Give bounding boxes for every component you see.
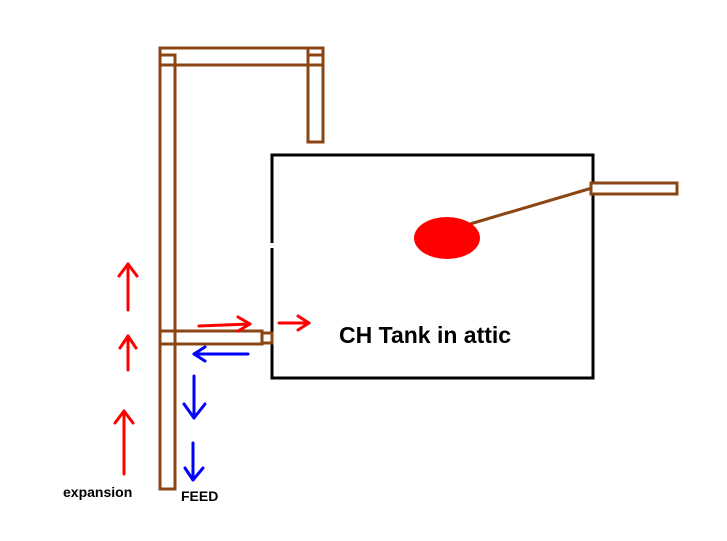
- vertical-riser-pipe: [158, 46, 177, 491]
- up-arrow-icon: [117, 262, 139, 312]
- right-arrow-icon: [197, 315, 252, 333]
- feed-arrows: [182, 345, 250, 482]
- inlet-pipe: [589, 181, 679, 196]
- expansion-arrows: [113, 262, 311, 476]
- float-ball: [414, 217, 480, 259]
- expansion-label: expansion: [63, 484, 132, 500]
- drop-down-pipe: [306, 46, 325, 144]
- feed-label: FEED: [181, 488, 218, 504]
- tank: [270, 153, 595, 380]
- top-horizontal-pipe: [158, 46, 325, 67]
- top-left-elbow: [158, 53, 177, 67]
- tank-outline: [270, 153, 595, 380]
- down-arrow-icon: [183, 441, 205, 482]
- right-arrow-icon: [277, 314, 311, 332]
- left-arrow-icon: [192, 345, 250, 363]
- up-arrow-icon: [113, 409, 135, 476]
- up-arrow-icon: [118, 334, 138, 372]
- feed-tee-junction: [158, 329, 177, 346]
- feed-tank-connector: [260, 331, 274, 345]
- feed-pipe: [158, 329, 274, 346]
- float-arm: [469, 186, 593, 226]
- expansion-pipe: [158, 46, 325, 491]
- top-right-elbow: [306, 53, 325, 67]
- tank-title: CH Tank in attic: [339, 322, 511, 348]
- down-arrow-icon: [182, 374, 207, 420]
